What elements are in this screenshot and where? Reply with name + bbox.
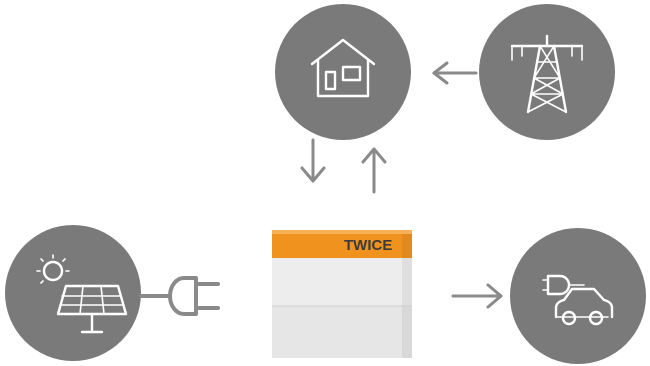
electric-car-icon (542, 274, 614, 326)
house-icon (310, 38, 376, 98)
arrow-battery-to-ev (451, 283, 503, 309)
battery-module-upper (272, 258, 412, 306)
grid-node (479, 4, 615, 140)
ev-node (510, 228, 646, 364)
arrow-house-to-battery (300, 138, 326, 183)
arrow-battery-to-house (361, 147, 387, 194)
house-node (275, 4, 411, 140)
solar-node (5, 225, 141, 361)
battery-top-band (272, 230, 412, 258)
arrow-grid-to-house (432, 61, 478, 85)
battery-module-lower (272, 306, 412, 358)
solar-panel-icon (36, 254, 128, 334)
battery-brand-label: TWICE (344, 237, 392, 254)
power-pylon-icon (510, 34, 584, 114)
battery-unit: TWICE (272, 230, 412, 358)
plug-connector-icon (139, 276, 220, 316)
